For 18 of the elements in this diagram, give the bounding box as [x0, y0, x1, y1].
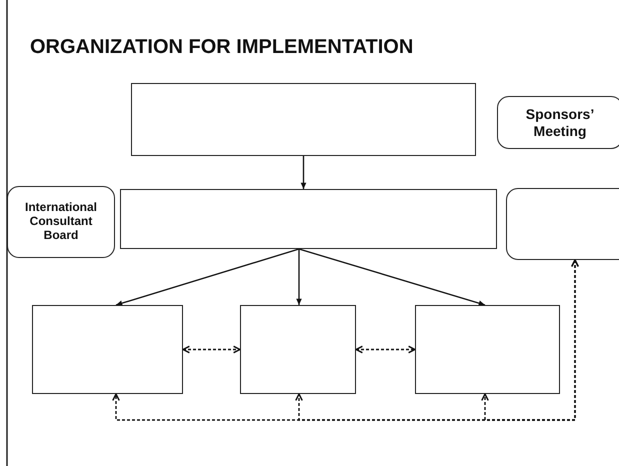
- arrow: [300, 156, 306, 189]
- box-shape: [131, 83, 476, 156]
- box-shape: [240, 305, 356, 394]
- box-shape: [120, 189, 497, 249]
- dashed-arrow: [182, 346, 241, 354]
- dashed-arrow: [355, 346, 416, 354]
- rounded-box: [497, 96, 619, 149]
- arrow: [296, 249, 302, 305]
- box-shape: [415, 305, 560, 394]
- rounded-box: [7, 186, 115, 258]
- dashed-arrow: [481, 259, 579, 421]
- box-shape: [32, 305, 183, 394]
- arrow: [116, 248, 300, 306]
- title: ORGANIZATION FOR IMPLEMENTATION: [30, 36, 414, 59]
- node-label: International Consultant Board: [24, 201, 98, 243]
- box-shape: [506, 188, 619, 260]
- node-label: Sponsors’ Meeting: [524, 106, 596, 139]
- arrow: [298, 248, 486, 306]
